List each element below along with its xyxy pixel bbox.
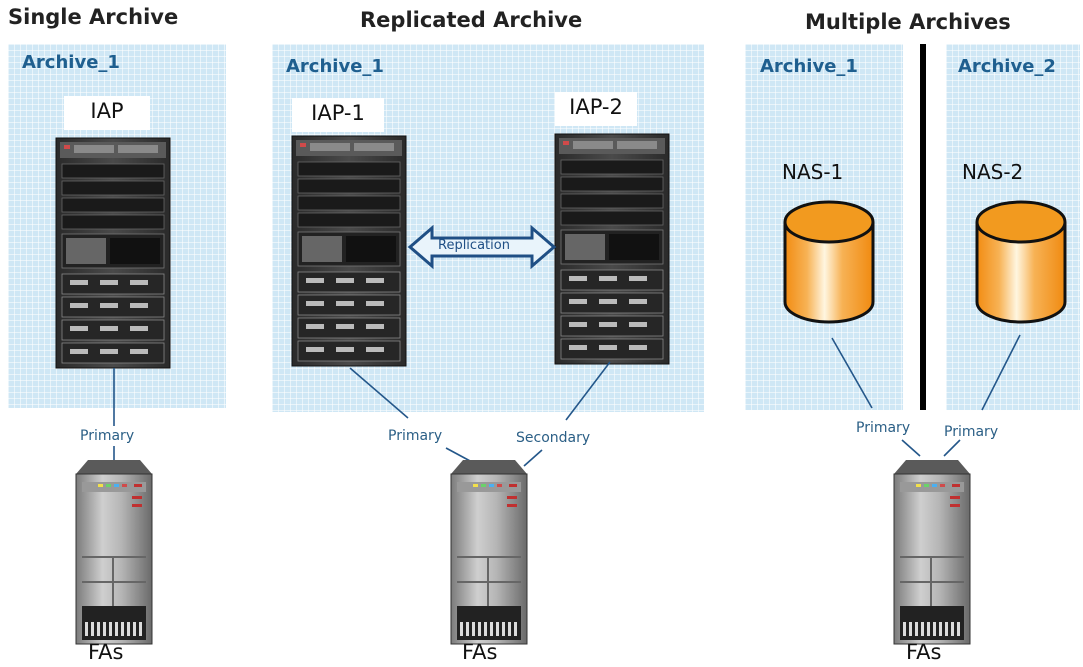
rack-server-icon bbox=[554, 133, 670, 365]
fas-label: FAs bbox=[462, 640, 498, 664]
connector-lines bbox=[113, 334, 1021, 467]
primary-link-label: Primary bbox=[856, 420, 911, 436]
workstation-icon bbox=[75, 459, 153, 645]
archive-divider bbox=[920, 44, 926, 410]
iap1-label: IAP-1 bbox=[292, 98, 384, 132]
archive-label: Archive_1 bbox=[286, 56, 384, 77]
workstation-icon bbox=[893, 459, 971, 645]
fas-label: FAs bbox=[88, 640, 124, 664]
nas-cylinder-icon bbox=[975, 200, 1067, 324]
archive-label: Archive_2 bbox=[958, 56, 1056, 77]
rack-server-icon bbox=[291, 135, 407, 367]
secondary-link-label: Secondary bbox=[516, 430, 591, 446]
nas1-label: NAS-1 bbox=[782, 160, 844, 184]
archive-label: Archive_1 bbox=[22, 52, 120, 73]
primary-link-label: Primary bbox=[388, 428, 443, 444]
replication-arrow-icon bbox=[407, 224, 557, 270]
replication-label: Replication bbox=[438, 238, 510, 253]
primary-link-label: Primary bbox=[80, 428, 135, 444]
fas-label: FAs bbox=[906, 640, 942, 664]
iap2-label: IAP-2 bbox=[555, 92, 637, 126]
workstation-icon bbox=[450, 459, 528, 645]
archive-label: Archive_1 bbox=[760, 56, 858, 77]
rack-server-icon bbox=[55, 137, 171, 369]
nas2-label: NAS-2 bbox=[962, 160, 1024, 184]
nas-cylinder-icon bbox=[783, 200, 875, 324]
primary-link-label: Primary bbox=[944, 424, 999, 440]
multiple-archives-title: Multiple Archives bbox=[805, 10, 1011, 34]
single-archive-title: Single Archive bbox=[8, 5, 179, 29]
replicated-archive-title: Replicated Archive bbox=[360, 8, 583, 32]
iap-label: IAP bbox=[64, 96, 150, 130]
